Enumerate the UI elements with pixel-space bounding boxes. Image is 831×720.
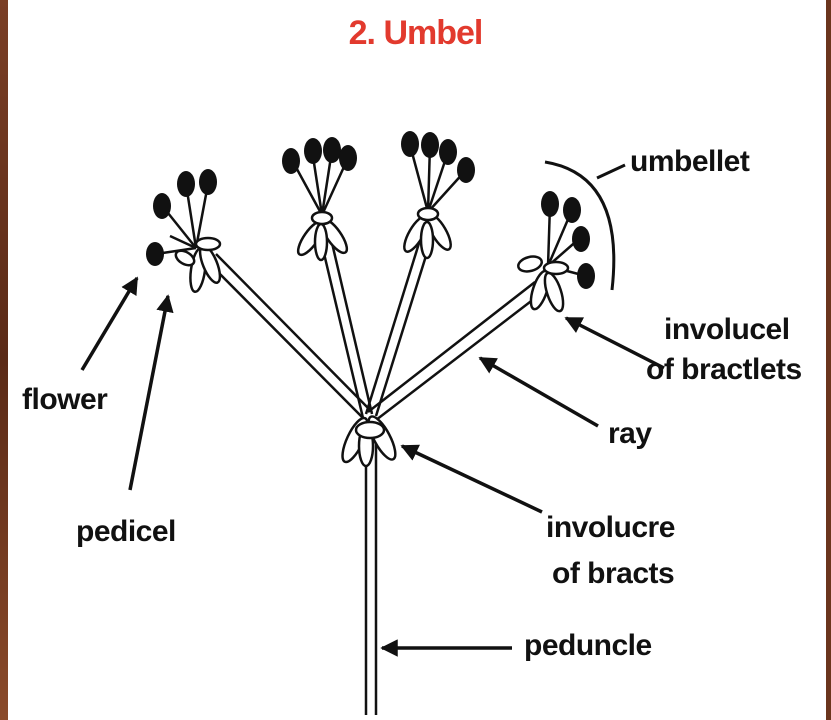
label-involucre-line1: involucre [546, 512, 675, 544]
label-flower: flower [22, 384, 107, 416]
rays [208, 240, 543, 420]
ray-arrow [480, 358, 598, 426]
label-involucre-line2: of bracts [552, 558, 674, 590]
umbellet-center-left [282, 137, 357, 260]
involucre-bracts [338, 413, 401, 466]
flower-arrow [82, 278, 137, 370]
umbellet-left [146, 169, 224, 293]
label-involucel-line2: of bractlets [646, 354, 802, 386]
umbellet-right [517, 191, 595, 313]
peduncle-stalk [366, 440, 376, 715]
umbellet-center-right [400, 131, 475, 258]
umbellet-pointer-line [597, 165, 625, 178]
label-involucel-line1: involucel [664, 314, 790, 346]
pedicel-arrow [130, 296, 168, 490]
label-ray: ray [608, 418, 652, 450]
label-pedicel: pedicel [76, 516, 176, 548]
label-peduncle: peduncle [524, 630, 652, 662]
involucre-arrow [402, 446, 542, 512]
label-umbellet: umbellet [630, 146, 749, 178]
